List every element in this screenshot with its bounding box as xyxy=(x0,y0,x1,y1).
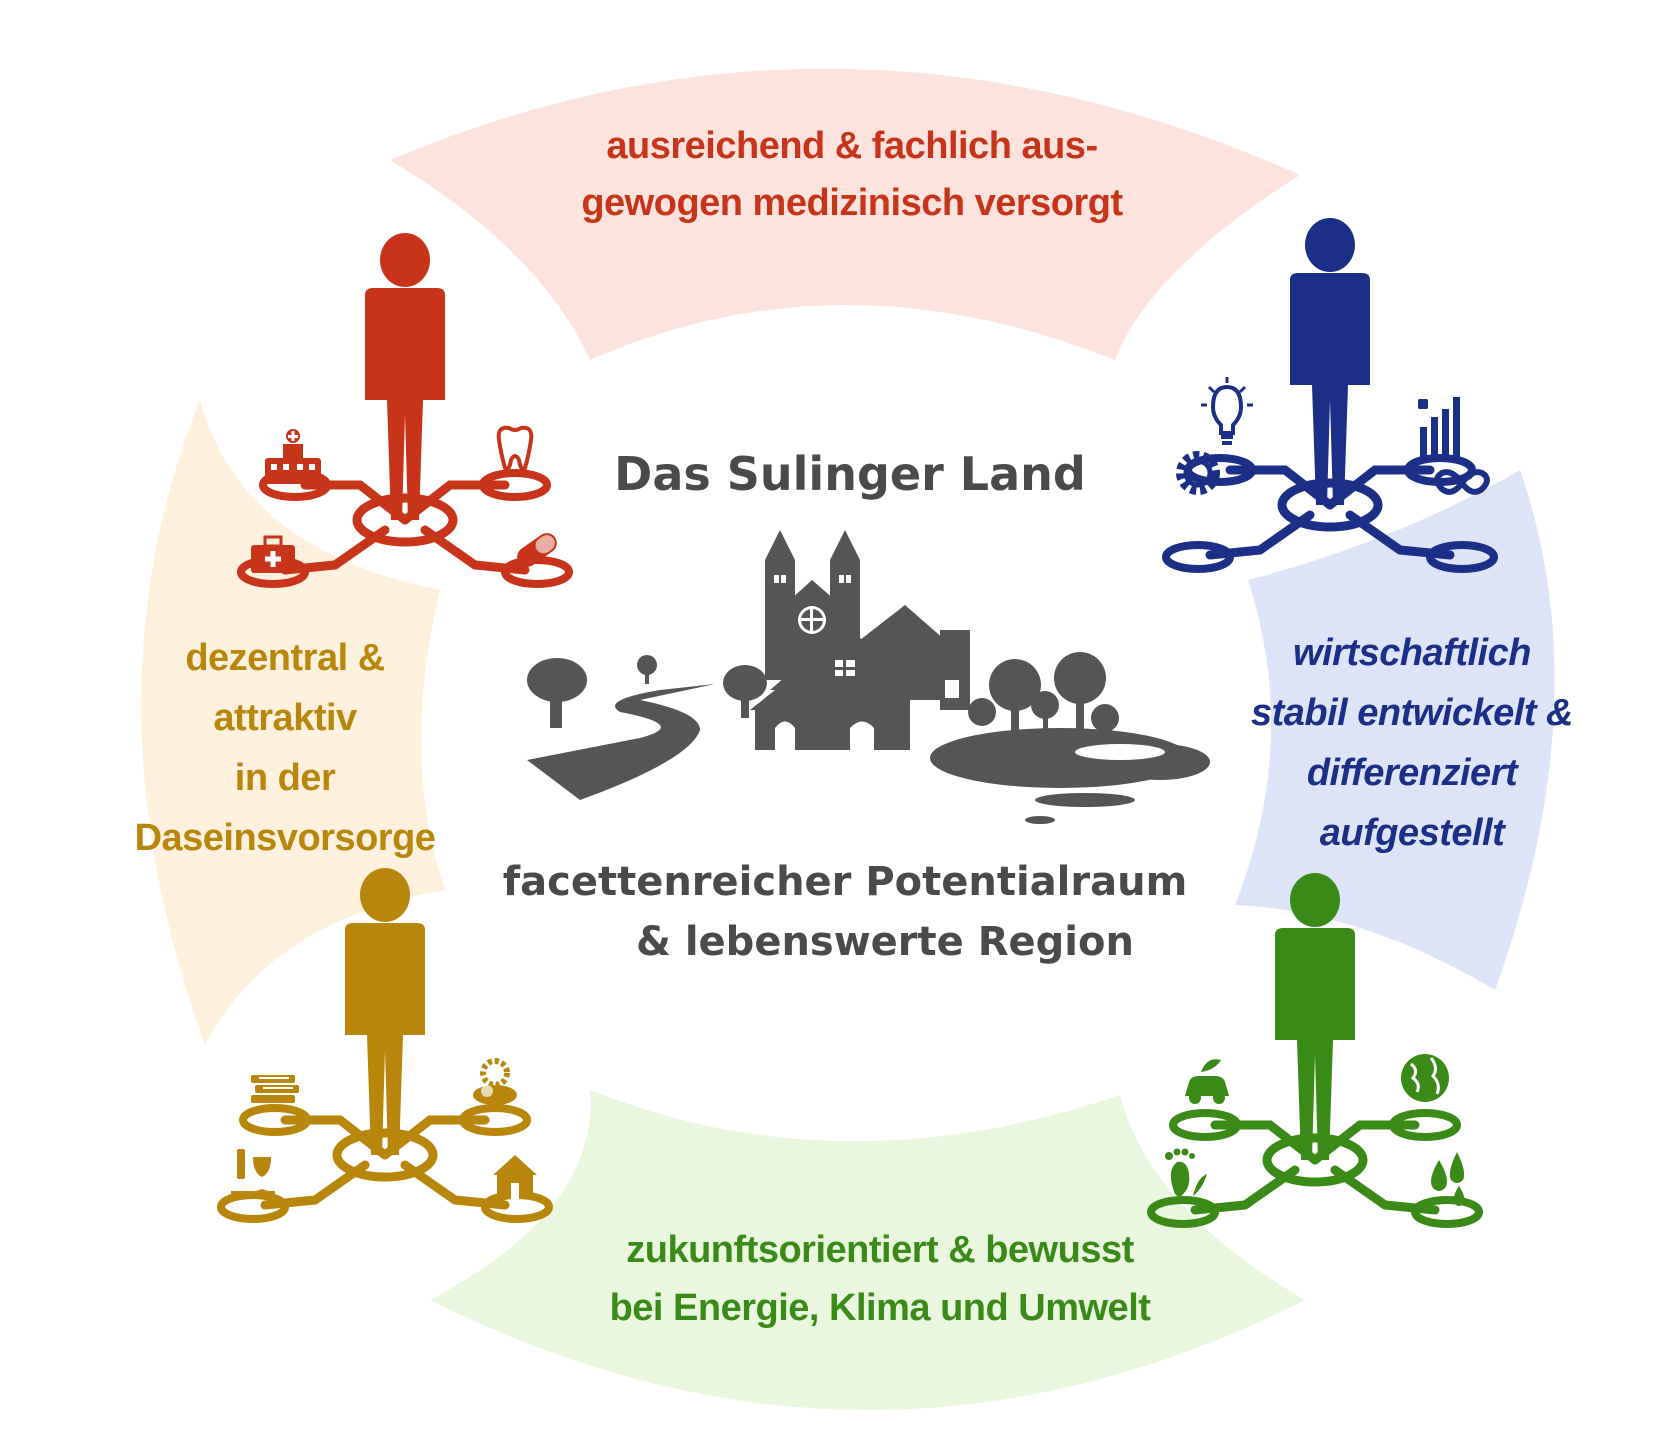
footprint-icon xyxy=(1165,1148,1207,1197)
tooth-icon xyxy=(496,425,534,471)
globe-icon xyxy=(1401,1054,1449,1102)
segment-left-line4: Daseinsvorsorge xyxy=(135,817,436,859)
segment-left-line3: in der xyxy=(235,757,336,799)
center-title: Das Sulinger Land xyxy=(614,447,1086,501)
books-icon xyxy=(251,1075,299,1103)
band-top xyxy=(390,68,1300,360)
segment-right-line3: differenziert xyxy=(1307,752,1519,794)
money-icon xyxy=(473,1058,517,1105)
segment-bottom-line1: zukunftsorientiert & bewusst xyxy=(626,1229,1134,1271)
segment-right-line1: wirtschaftlich xyxy=(1293,632,1531,674)
village-landscape-illustration xyxy=(527,530,1210,824)
house-icon xyxy=(493,1155,537,1199)
health-figure xyxy=(241,233,569,584)
segment-left-line2: attraktiv xyxy=(213,697,357,739)
segment-top-line1: ausreichend & fachlich aus- xyxy=(606,125,1097,167)
center-subtitle-line2: & lebenswerte Region xyxy=(636,919,1134,965)
band-right xyxy=(1235,470,1555,990)
segment-bottom-line2: bei Energie, Klima und Umwelt xyxy=(610,1287,1152,1329)
water-drops-icon xyxy=(1431,1152,1465,1206)
wine-glass-icon xyxy=(231,1149,275,1199)
segment-top-line2: gewogen medizinisch versorgt xyxy=(581,182,1123,224)
center-subtitle-line1: facettenreicher Potentialraum xyxy=(503,859,1188,905)
first-aid-kit-icon xyxy=(251,535,295,573)
economy-figure xyxy=(1166,218,1494,569)
gear-icon xyxy=(1176,451,1220,495)
hospital-icon xyxy=(265,429,321,484)
lightbulb-icon xyxy=(1201,377,1253,445)
eco-car-icon xyxy=(1185,1059,1229,1104)
pill-icon xyxy=(517,533,557,567)
infinity-icon xyxy=(1434,469,1490,495)
services-figure xyxy=(221,868,549,1219)
segment-left-line1: dezentral & xyxy=(185,637,384,679)
bar-chart-icon xyxy=(1418,397,1460,457)
segment-right-line2: stabil entwickelt & xyxy=(1251,692,1573,734)
segment-right-line4: aufgestellt xyxy=(1320,812,1506,854)
environment-figure xyxy=(1151,873,1479,1224)
band-bottom xyxy=(430,1090,1305,1410)
